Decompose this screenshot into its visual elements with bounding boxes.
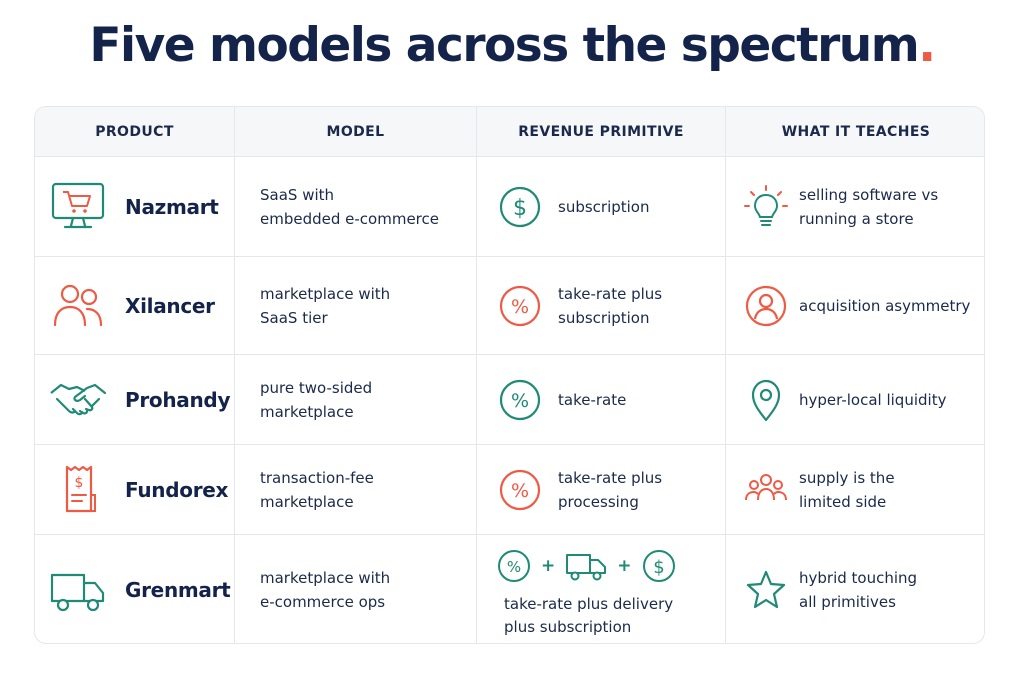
lightbulb-icon (744, 184, 788, 229)
svg-text:%: % (511, 480, 529, 502)
header-revenue-primitive: REVENUE PRIMITIVE (477, 107, 726, 156)
model-line: marketplace with (260, 569, 391, 587)
map-pin-icon (744, 378, 788, 422)
teaches-cell: acquisition asymmetry (726, 257, 984, 354)
model-cell: marketplace with e-commerce ops (235, 535, 477, 643)
plus-sign: + (617, 556, 632, 576)
revenue-line: take-rate (558, 390, 627, 409)
table-header-row: PRODUCT MODEL REVENUE PRIMITIVE WHAT IT … (35, 107, 984, 157)
teaches-cell: selling software vs running a store (726, 157, 984, 256)
model-line: marketplace (260, 492, 354, 511)
table-row: $ Fundorex transaction-fee marketplace % … (35, 445, 984, 535)
delivery-truck-icon (49, 565, 107, 615)
header-what-it-teaches: WHAT IT TEACHES (781, 123, 931, 140)
model-cell: SaaS with embedded e-commerce (235, 157, 477, 256)
percent-circle-icon: % (497, 549, 531, 583)
teaches-line: hybrid touching (799, 569, 918, 587)
product-cell: Xilancer (35, 257, 235, 354)
product-cell: $ Fundorex (35, 445, 235, 534)
teaches-line: acquisition asymmetry (799, 296, 971, 315)
model-line: marketplace with (260, 284, 391, 303)
teaches-cell: hyper-local liquidity (726, 355, 984, 444)
revenue-line: plus subscription (504, 618, 632, 636)
header-product: PRODUCT (35, 107, 235, 156)
revenue-cell: % + + $ (477, 535, 726, 643)
svg-text:$: $ (653, 557, 664, 578)
star-icon (744, 568, 788, 612)
handshake-icon (49, 375, 107, 425)
dollar-circle-icon: $ (498, 185, 542, 229)
group-icon (744, 468, 788, 512)
product-cell: Nazmart (35, 157, 235, 256)
table-row: Prohandy pure two-sided marketplace % tak… (35, 355, 984, 445)
revenue-cell: % take-rate plus subscription (477, 257, 726, 354)
dollar-circle-icon: $ (642, 549, 676, 583)
revenue-line: take-rate plus delivery (504, 595, 674, 613)
revenue-line: subscription (558, 197, 650, 216)
header-model: MODEL (235, 107, 477, 156)
product-name: Grenmart (125, 578, 231, 602)
percent-circle-icon: % (498, 378, 542, 422)
plus-sign: + (541, 556, 556, 576)
svg-text:%: % (511, 296, 529, 318)
teaches-line: running a store (799, 209, 914, 228)
teaches-line: all primitives (799, 593, 896, 611)
product-name: Prohandy (125, 387, 231, 412)
percent-circle-icon: % (498, 284, 542, 328)
model-cell: transaction-fee marketplace (235, 445, 477, 534)
shopping-cart-monitor-icon (49, 182, 107, 232)
title-text: Five models across the spectrum (89, 18, 919, 73)
revenue-combo: % + + $ (497, 549, 676, 583)
teaches-line: limited side (799, 492, 887, 511)
teaches-cell: supply is the limited side (726, 445, 984, 534)
product-name: Nazmart (125, 194, 219, 219)
svg-text:$: $ (75, 475, 84, 491)
table-row: Nazmart SaaS with embedded e-commerce $ s… (35, 157, 984, 257)
revenue-cell: % take-rate plus processing (477, 445, 726, 534)
title-dot: . (918, 18, 936, 73)
product-name: Fundorex (125, 477, 229, 502)
model-line: SaaS tier (260, 308, 328, 327)
revenue-line: subscription (558, 308, 650, 327)
svg-text:%: % (511, 390, 529, 412)
user-circle-icon (744, 284, 788, 328)
revenue-cell: $ subscription (477, 157, 726, 256)
model-line: transaction-fee (260, 468, 374, 487)
revenue-cell: % take-rate (477, 355, 726, 444)
users-icon (49, 281, 107, 331)
product-cell: Prohandy (35, 355, 235, 444)
teaches-line: selling software vs (799, 185, 939, 204)
revenue-line: processing (558, 492, 639, 511)
comparison-table: PRODUCT MODEL REVENUE PRIMITIVE WHAT IT … (34, 106, 985, 644)
model-line: marketplace (260, 402, 354, 421)
model-line: embedded e-commerce (260, 209, 439, 228)
product-name: Xilancer (125, 293, 215, 318)
svg-text:%: % (507, 558, 521, 576)
delivery-truck-icon (565, 551, 607, 581)
teaches-cell: hybrid touching all primitives (726, 535, 984, 643)
svg-text:$: $ (513, 196, 527, 221)
receipt-dollar-icon: $ (49, 465, 107, 515)
teaches-line: supply is the (799, 468, 895, 487)
percent-circle-icon: % (498, 468, 542, 512)
model-line: pure two-sided (260, 378, 373, 397)
model-line: e-commerce ops (260, 593, 386, 611)
revenue-line: take-rate plus (558, 284, 663, 303)
revenue-line: take-rate plus (558, 468, 663, 487)
page-title: Five models across the spectrum. (0, 18, 1024, 73)
model-cell: pure two-sided marketplace (235, 355, 477, 444)
model-line: SaaS with (260, 185, 335, 204)
teaches-line: hyper-local liquidity (799, 390, 947, 409)
product-cell: Grenmart (35, 535, 235, 643)
